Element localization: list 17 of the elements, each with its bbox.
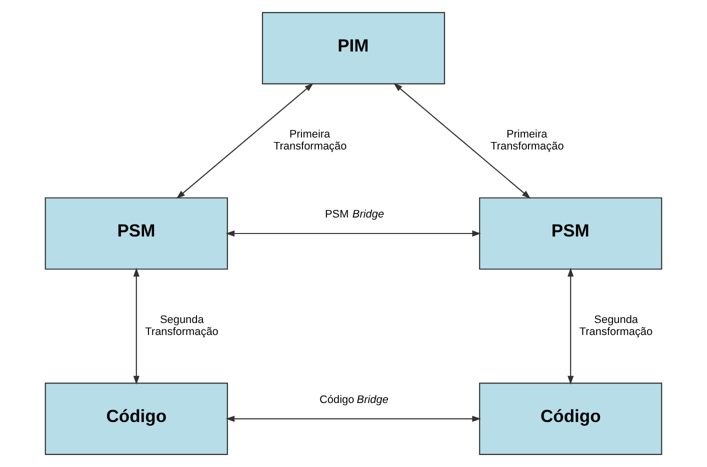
arrow xyxy=(176,83,314,199)
node-box: Código xyxy=(44,382,228,455)
arrow xyxy=(226,416,481,422)
edge-label: Segunda Transformação xyxy=(145,314,218,338)
node-box: Código xyxy=(479,382,662,455)
edge-label: Segunda Transformação xyxy=(579,314,653,338)
arrow xyxy=(226,230,481,237)
arrow xyxy=(133,268,140,385)
edge-label: Código Bridge xyxy=(320,394,388,406)
edge-label: Primeira Transformação xyxy=(490,128,564,153)
edge-label: Primeira Transformação xyxy=(273,128,347,153)
node-box: PIM xyxy=(262,12,446,84)
arrow xyxy=(568,268,574,385)
node-box: PSM xyxy=(44,197,228,270)
node-box: PSM xyxy=(479,197,662,270)
arrow xyxy=(394,83,531,199)
edge-label: PSM Bridge xyxy=(324,208,384,221)
